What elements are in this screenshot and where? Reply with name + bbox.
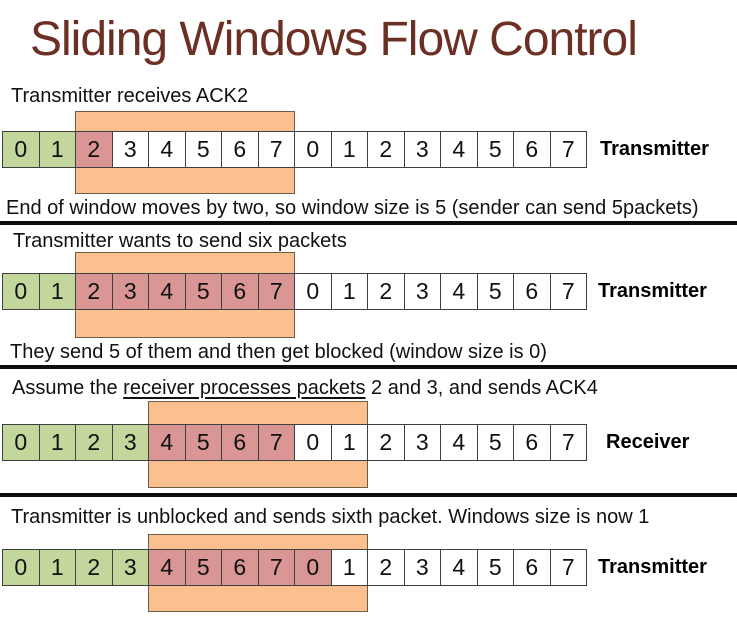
sequence-cell: 0 bbox=[2, 549, 40, 586]
sequence-cell: 6 bbox=[513, 549, 551, 586]
sequence-cell: 3 bbox=[111, 424, 149, 461]
header-text-underlined: receiver processes packets bbox=[123, 377, 366, 399]
sequence-cell: 1 bbox=[38, 549, 76, 586]
sequence-cell: 4 bbox=[148, 424, 186, 461]
sequence-cell: 2 bbox=[367, 549, 405, 586]
sequence-cell: 0 bbox=[294, 131, 332, 168]
sequence-cell: 6 bbox=[513, 424, 551, 461]
sequence-cell: 4 bbox=[440, 549, 478, 586]
section-4-header: Transmitter is unblocked and sends sixth… bbox=[11, 506, 650, 528]
sequence-cell: 7 bbox=[549, 424, 587, 461]
sequence-cell: 5 bbox=[184, 549, 222, 586]
sequence-cell: 0 bbox=[2, 131, 40, 168]
sequence-cell: 6 bbox=[221, 273, 259, 310]
sequence-cell: 3 bbox=[403, 549, 441, 586]
sequence-cell: 4 bbox=[440, 424, 478, 461]
sequence-cell: 2 bbox=[75, 549, 113, 586]
sequence-cell: 7 bbox=[257, 549, 295, 586]
section-3-header: Assume the receiver processes packets 2 … bbox=[12, 376, 598, 400]
sequence-cell: 7 bbox=[257, 273, 295, 310]
sequence-cell: 6 bbox=[221, 131, 259, 168]
sequence-cell: 5 bbox=[184, 131, 222, 168]
sequence-cell: 7 bbox=[549, 273, 587, 310]
sequence-cell: 4 bbox=[440, 273, 478, 310]
header-text: 2 and 3, and sends ACK4 bbox=[365, 377, 598, 399]
row-label: Transmitter bbox=[598, 280, 707, 302]
sequence-cell: 1 bbox=[38, 131, 76, 168]
sequence-cell: 4 bbox=[148, 273, 186, 310]
section-1-footer: End of window moves by two, so window si… bbox=[6, 197, 699, 219]
sequence-cell: 4 bbox=[440, 131, 478, 168]
section-divider bbox=[0, 365, 737, 369]
sequence-cell: 3 bbox=[111, 273, 149, 310]
sequence-cell: 1 bbox=[330, 549, 368, 586]
sequence-cell: 5 bbox=[476, 131, 514, 168]
header-text: Assume the bbox=[12, 377, 124, 399]
sequence-cell: 7 bbox=[257, 131, 295, 168]
sequence-cell: 2 bbox=[75, 273, 113, 310]
row-label: Transmitter bbox=[600, 138, 709, 160]
sequence-cell: 0 bbox=[294, 273, 332, 310]
page-title: Sliding Windows Flow Control bbox=[30, 13, 638, 66]
sequence-cell: 1 bbox=[38, 273, 76, 310]
section-1-header: Transmitter receives ACK2 bbox=[11, 85, 249, 107]
sequence-cell: 2 bbox=[367, 131, 405, 168]
sequence-cell: 7 bbox=[257, 424, 295, 461]
sequence-cell: 5 bbox=[184, 424, 222, 461]
sequence-cell: 3 bbox=[111, 131, 149, 168]
sequence-cell: 1 bbox=[330, 131, 368, 168]
sequence-cell: 0 bbox=[294, 549, 332, 586]
section-divider bbox=[0, 493, 737, 497]
section-2-header: Transmitter wants to send six packets bbox=[13, 230, 347, 252]
sequence-cell: 5 bbox=[476, 549, 514, 586]
sequence-cell: 2 bbox=[75, 424, 113, 461]
sequence-cell: 1 bbox=[38, 424, 76, 461]
sequence-cell: 0 bbox=[294, 424, 332, 461]
sequence-cell: 5 bbox=[476, 273, 514, 310]
sequence-cell: 3 bbox=[403, 424, 441, 461]
sequence-cell: 4 bbox=[148, 131, 186, 168]
sequence-cell: 7 bbox=[549, 131, 587, 168]
sequence-cell: 5 bbox=[476, 424, 514, 461]
sequence-cell: 0 bbox=[2, 273, 40, 310]
sequence-cell: 1 bbox=[330, 273, 368, 310]
sequence-cell: 4 bbox=[148, 549, 186, 586]
sequence-cell: 2 bbox=[367, 424, 405, 461]
row-label: Receiver bbox=[606, 431, 690, 453]
section-2-footer: They send 5 of them and then get blocked… bbox=[10, 341, 547, 363]
sequence-cell: 7 bbox=[549, 549, 587, 586]
sequence-cell: 6 bbox=[221, 549, 259, 586]
sequence-cell: 6 bbox=[513, 273, 551, 310]
sequence-cell: 5 bbox=[184, 273, 222, 310]
sequence-cell: 6 bbox=[221, 424, 259, 461]
sequence-cell: 6 bbox=[513, 131, 551, 168]
sequence-cell: 3 bbox=[111, 549, 149, 586]
sequence-cell: 3 bbox=[403, 131, 441, 168]
sequence-cell: 2 bbox=[75, 131, 113, 168]
sequence-cell: 3 bbox=[403, 273, 441, 310]
section-divider bbox=[0, 221, 737, 225]
sequence-cell: 2 bbox=[367, 273, 405, 310]
sequence-cell: 0 bbox=[2, 424, 40, 461]
row-label: Transmitter bbox=[598, 556, 707, 578]
sequence-cell: 1 bbox=[330, 424, 368, 461]
